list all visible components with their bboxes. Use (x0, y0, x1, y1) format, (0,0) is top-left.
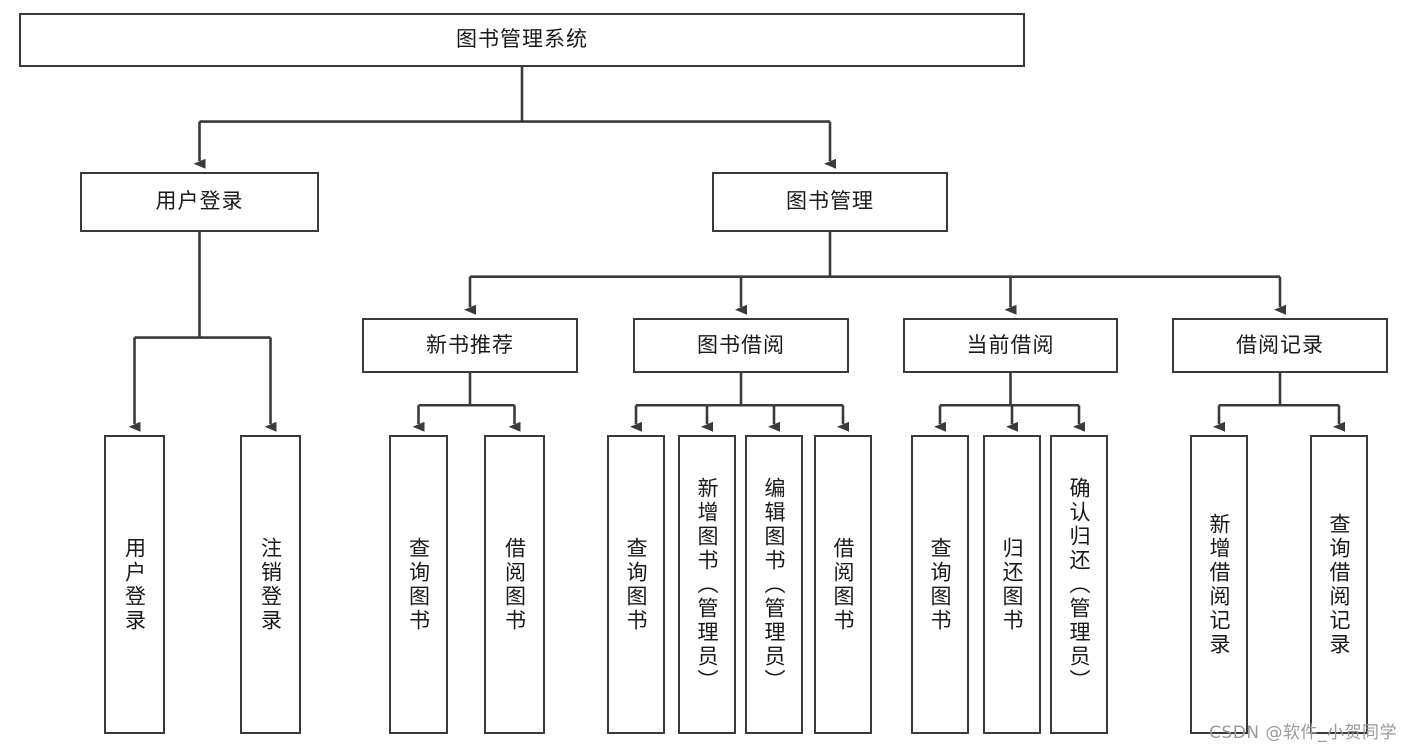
node-label: 借阅图书 (831, 536, 856, 633)
node-label: 图书管理 (786, 189, 874, 214)
node-label: 图书管理系统 (456, 27, 588, 52)
node-bookmgmt[interactable]: 图书管理 (712, 172, 948, 232)
node-label: 注销登录 (258, 536, 283, 633)
node-label: 当前借阅 (966, 332, 1055, 357)
node-label: 确认归还（管理员） (1067, 476, 1092, 693)
node-leaf-records-1[interactable]: 新增借阅记录 (1190, 435, 1248, 734)
node-root[interactable]: 图书管理系统 (19, 13, 1025, 67)
node-leaf-current-1[interactable]: 查询图书 (911, 435, 969, 734)
node-leaf-login-1[interactable]: 用户登录 (104, 435, 165, 734)
node-leaf-current-2[interactable]: 归还图书 (983, 435, 1041, 734)
node-login[interactable]: 用户登录 (80, 172, 319, 232)
node-newrec[interactable]: 新书推荐 (362, 318, 578, 373)
node-leaf-borrow-2[interactable]: 新增图书（管理员） (678, 435, 736, 734)
node-records[interactable]: 借阅记录 (1172, 318, 1388, 373)
node-label: 归还图书 (1000, 536, 1025, 633)
node-label: 查询图书 (624, 536, 649, 633)
node-leaf-borrow-4[interactable]: 借阅图书 (814, 435, 872, 734)
node-leaf-records-2[interactable]: 查询借阅记录 (1310, 435, 1368, 734)
node-label: 查询图书 (928, 536, 953, 633)
node-leaf-login-2[interactable]: 注销登录 (240, 435, 301, 734)
node-label: 编辑图书（管理员） (762, 476, 787, 693)
node-leaf-borrow-3[interactable]: 编辑图书（管理员） (745, 435, 803, 734)
node-label: 用户登录 (122, 536, 147, 633)
node-label: 用户登录 (155, 189, 244, 214)
node-borrow[interactable]: 图书借阅 (633, 318, 849, 373)
node-label: 新书推荐 (426, 332, 514, 357)
node-leaf-borrow-1[interactable]: 查询图书 (607, 435, 665, 734)
node-leaf-newrec-1[interactable]: 查询图书 (389, 435, 448, 734)
node-leaf-newrec-2[interactable]: 借阅图书 (484, 435, 545, 734)
node-label: 查询借阅记录 (1327, 512, 1352, 657)
node-current[interactable]: 当前借阅 (903, 318, 1118, 373)
node-label: 查询图书 (406, 536, 431, 633)
node-leaf-current-3[interactable]: 确认归还（管理员） (1050, 435, 1108, 734)
node-label: 借阅图书 (502, 536, 527, 633)
node-label: 新增图书（管理员） (695, 476, 720, 693)
node-label: 借阅记录 (1236, 332, 1324, 357)
node-label: 新增借阅记录 (1207, 512, 1232, 657)
node-label: 图书借阅 (697, 332, 785, 357)
